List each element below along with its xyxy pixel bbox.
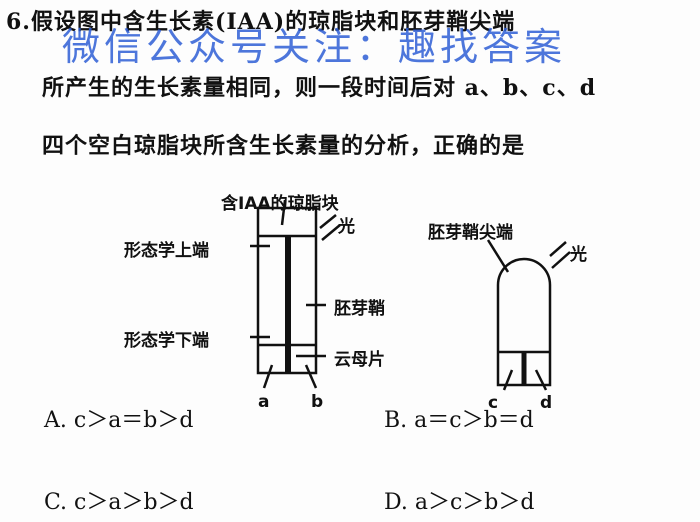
coleoptile-label: 胚芽鞘: [334, 299, 385, 319]
mica-label: 云母片: [334, 350, 385, 370]
question-number: 6.: [6, 9, 31, 35]
light-arrow: [319, 214, 337, 229]
block-b-label: b: [311, 392, 324, 412]
question-line-1: 6.假设图中含生长素(IAA)的琼脂块和胚芽鞘尖端: [6, 4, 515, 36]
question-text-1: 假设图中含生长素(IAA)的琼脂块和胚芽鞘尖端: [30, 9, 516, 35]
question-line-2: 所产生的生长素量相同，则一段时间后对 a、b、c、d: [42, 75, 597, 101]
light-label-right: 光: [570, 245, 587, 265]
light-arrow: [549, 241, 567, 257]
block-c-label: c: [488, 393, 499, 413]
watermark: 微信公众号关注：趣找答案: [62, 25, 567, 69]
agar-label: 含IAA的琼脂块: [221, 194, 339, 214]
question-line-3: 四个空白琼脂块所含生长素量的分析，正确的是: [42, 133, 526, 159]
option-b[interactable]: B. a＝c＞b＝d: [384, 408, 534, 433]
tip-label: 胚芽鞘尖端: [428, 223, 513, 243]
option-c[interactable]: C. c＞a＞b＞d: [44, 490, 194, 515]
lower-end-label: 形态学下端: [124, 331, 209, 351]
upper-end-label: 形态学上端: [124, 241, 209, 261]
option-d[interactable]: D. a＞c＞b＞d: [384, 490, 535, 515]
coleoptile-tip: [496, 257, 552, 387]
light-label: 光: [338, 217, 355, 237]
block-a-label: a: [258, 392, 270, 412]
option-a[interactable]: A. c＞a＝b＞d: [44, 408, 194, 433]
block-d-label: d: [540, 393, 553, 413]
